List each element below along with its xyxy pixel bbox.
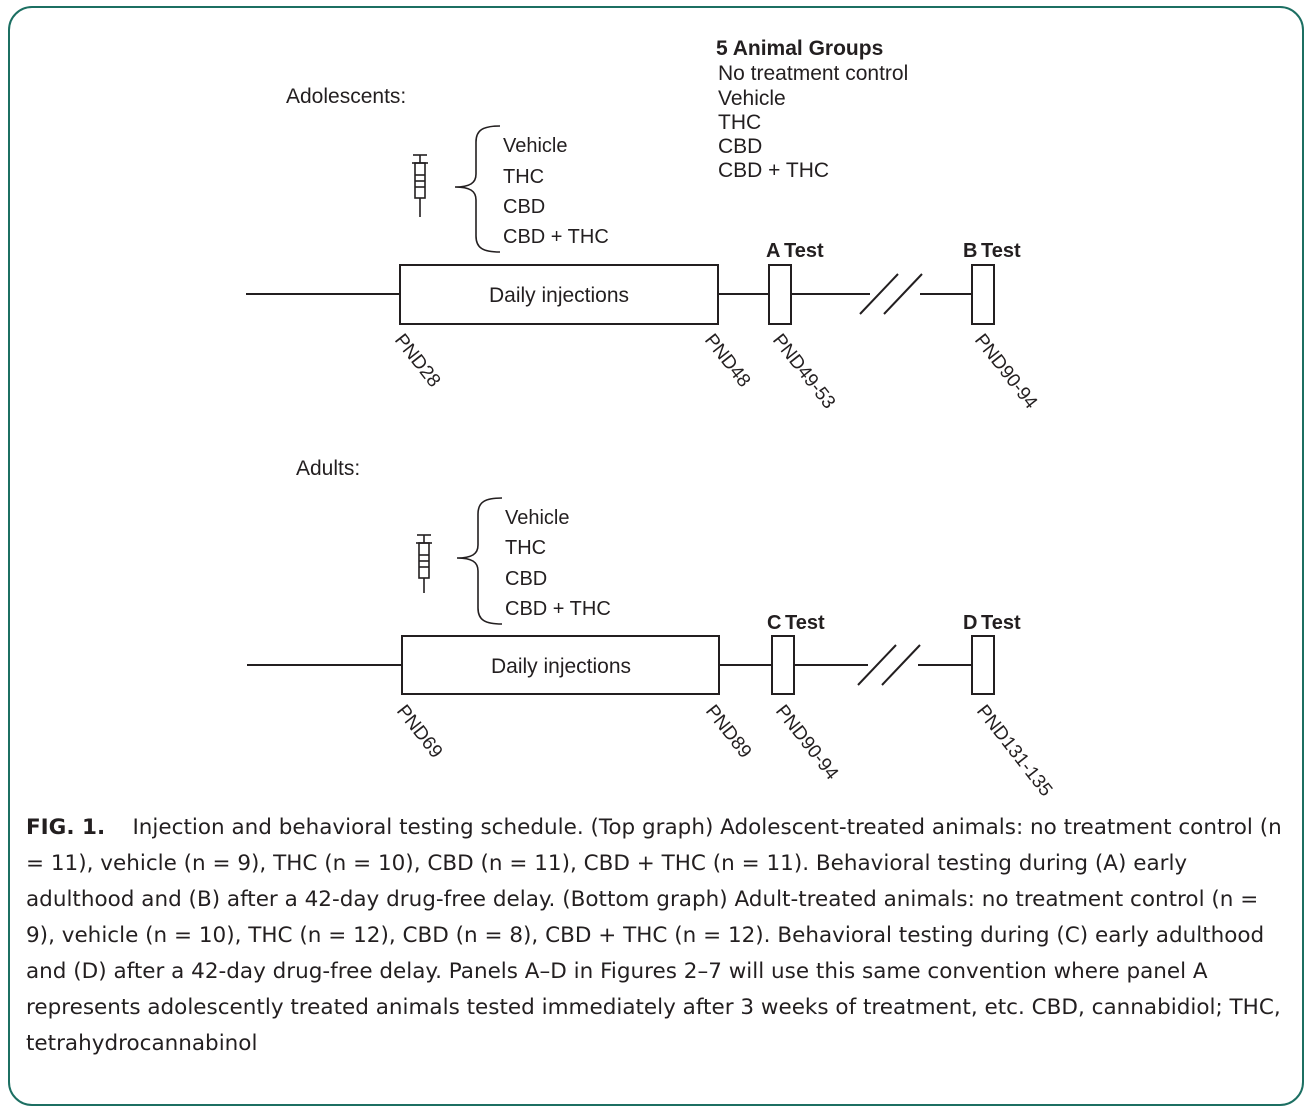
pnd-label: PND90-94 [970,330,1041,413]
adolescents-heading: Adolescents: [286,85,406,108]
pnd-label: PND28 [390,330,444,391]
treatment-brace [456,497,503,625]
adolescent-timeline: Adolescents: Vehicle THC CBD CBD + THC [246,85,1041,413]
daily-injections-label: Daily injections [489,284,629,307]
group-item: Vehicle [718,87,786,110]
treatment-item: CBD [503,196,545,218]
test-marker [768,264,792,325]
syringe-icon [412,154,428,217]
test-letter: A [766,240,780,262]
test-marker [971,635,995,695]
group-item: CBD + THC [718,159,829,182]
treatment-list: Vehicle THC CBD CBD + THC [503,135,609,248]
treatment-item: CBD + THC [503,226,609,248]
adults-heading: Adults: [296,457,360,480]
treatment-list: Vehicle THC CBD CBD + THC [505,507,611,620]
caption-abbreviations: CBD, cannabidiol; THC, tetrahydrocannabi… [26,995,1281,1056]
figure-label: FIG. 1. [26,815,106,840]
figure-frame [8,6,1304,1106]
treatment-item: Vehicle [505,507,570,529]
test-labels: C Test D Test [767,612,1021,634]
time-break-icon [859,273,923,315]
treatment-item: THC [505,537,546,559]
daily-injections-label: Daily injections [491,655,631,678]
caption-title: Injection and behavioral testing schedul… [132,815,584,840]
adult-timeline: Adults: Vehicle THC CBD CBD + THC [247,457,1056,801]
test-marker [971,264,995,325]
test-label: Test [981,240,1021,262]
treatment-item: Vehicle [503,135,568,157]
test-letter: C [767,612,781,634]
test-label: Test [784,240,824,262]
treatment-item: CBD [505,568,547,590]
animal-groups-list: 5 Animal Groups No treatment control Veh… [716,37,908,182]
pnd-labels: PND69 PND89 PND90-94 PND131-135 [392,701,1056,800]
caption-top-graph: (Top graph) Adolescent-treated animals: … [26,815,1282,912]
groups-title: 5 Animal Groups [716,37,883,60]
pnd-label: PND131-135 [972,701,1056,800]
test-labels: A Test B Test [766,240,1021,262]
test-marker [771,635,795,695]
pnd-label: PND69 [392,701,446,762]
test-letter: D [963,612,977,634]
group-item: THC [718,111,761,134]
time-break-icon [857,644,921,686]
test-label: Test [981,612,1021,634]
caption-convention: Panels A–D in Figures 2–7 will use this … [26,959,1208,1020]
caption-bottom-graph: (Bottom graph) Adult-treated animals: no… [26,887,1265,984]
test-letter: B [963,240,977,262]
pnd-labels: PND28 PND48 PND49-53 PND90-94 [390,330,1041,413]
daily-injections-bar [399,264,719,325]
pnd-label: PND49-53 [768,330,839,413]
pnd-label: PND89 [701,701,755,762]
pnd-label: PND48 [700,330,754,391]
group-item: CBD [718,135,762,158]
group-item: No treatment control [718,62,908,85]
syringe-icon [416,534,432,593]
treatment-brace [454,125,501,253]
treatment-item: CBD + THC [505,598,611,620]
figure-caption: FIG. 1. Injection and behavioral testing… [26,810,1288,1062]
test-label: Test [785,612,825,634]
schedule-diagram: 5 Animal Groups No treatment control Veh… [246,37,1056,801]
treatment-item: THC [503,166,544,188]
pnd-label: PND90-94 [771,701,842,784]
